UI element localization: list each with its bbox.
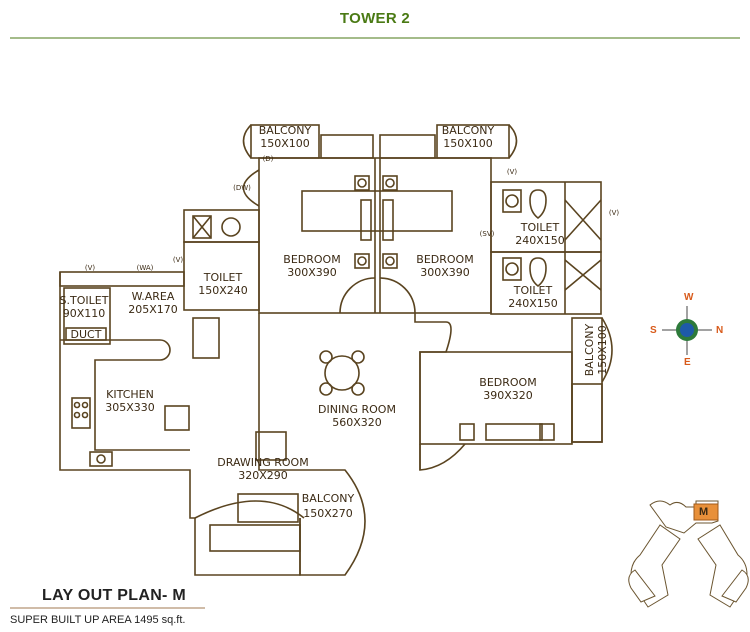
toilet-right-top-size: 240X150: [515, 234, 565, 247]
label-d: (D): [263, 155, 274, 163]
compass-west-label: W: [684, 292, 694, 303]
room-labels: BALCONY 150X100 BALCONY 150X100 BEDROOM …: [60, 124, 620, 520]
toilet-right-bottom-outline: [490, 251, 602, 315]
balcony-bottom-name: BALCONY: [302, 492, 355, 505]
balcony-top-left-curve: [242, 124, 252, 159]
drawing-room-size: 320X290: [238, 469, 288, 482]
w-area-size: 205X170: [128, 303, 178, 316]
balcony-side-size: 150X100: [596, 325, 609, 375]
kitchen-size: 305X330: [105, 401, 155, 414]
balcony-top-left-size: 150X100: [260, 137, 310, 150]
label-wa: (WA): [137, 264, 154, 272]
dining-room-size: 560X320: [332, 416, 382, 429]
label-v2: (V): [173, 256, 184, 264]
compass-icon: [662, 306, 712, 355]
balcony-top-right-name: BALCONY: [442, 124, 495, 137]
compass-north-label: N: [716, 325, 724, 336]
door-arc: [379, 277, 416, 314]
layout-plan-title: LAY OUT PLAN- M: [42, 587, 187, 604]
compass-south-label: S: [650, 325, 657, 336]
label-v3: (V): [507, 168, 518, 176]
page-title: TOWER 2: [339, 10, 411, 27]
door-arc: [339, 277, 376, 314]
label-sv: (SV): [480, 230, 495, 238]
s-toilet-name: S.TOILET: [60, 294, 109, 307]
label-dw: (DW): [233, 184, 251, 192]
toilet-right-bottom-size: 240X150: [508, 297, 558, 310]
living-outline: [59, 272, 301, 576]
label-v4: (V): [609, 209, 620, 217]
balcony-top-right-size: 150X100: [443, 137, 493, 150]
duct-name: DUCT: [71, 328, 102, 341]
toilet-left-name: TOILET: [203, 271, 243, 284]
s-toilet-size: 90X110: [63, 307, 106, 320]
toilet-right-bottom-name: TOILET: [513, 284, 553, 297]
compass-east-label: E: [684, 357, 691, 368]
walls: [59, 124, 613, 576]
kitchen-name: KITCHEN: [106, 388, 154, 401]
toilet-right-top-name: TOILET: [520, 221, 560, 234]
bedroom-right-name: BEDROOM: [416, 253, 473, 266]
balcony-side-name: BALCONY: [583, 323, 596, 376]
key-plan-icon: [628, 500, 749, 608]
balcony-top-left-name: BALCONY: [259, 124, 312, 137]
super-built-up-area: SUPER BUILT UP AREA 1495 sq.ft.: [10, 614, 186, 626]
key-plan-marker: M: [699, 506, 709, 518]
bedroom-bottom-name: BEDROOM: [479, 376, 536, 389]
drawing-room-name: DRAWING ROOM: [217, 456, 308, 469]
label-v1: (V): [85, 264, 96, 272]
bedroom-left-size: 300X390: [287, 266, 337, 279]
balcony-top-right-curve: [508, 124, 518, 159]
w-area-name: W.AREA: [132, 290, 175, 303]
dining-room-name: DINING ROOM: [318, 403, 396, 416]
bedroom-right-size: 300X390: [420, 266, 470, 279]
bedroom-bottom-size: 390X320: [483, 389, 533, 402]
balcony-bottom-size: 150X270: [303, 507, 353, 520]
bedroom-left-name: BEDROOM: [283, 253, 340, 266]
toilet-left-size: 150X240: [198, 284, 248, 297]
